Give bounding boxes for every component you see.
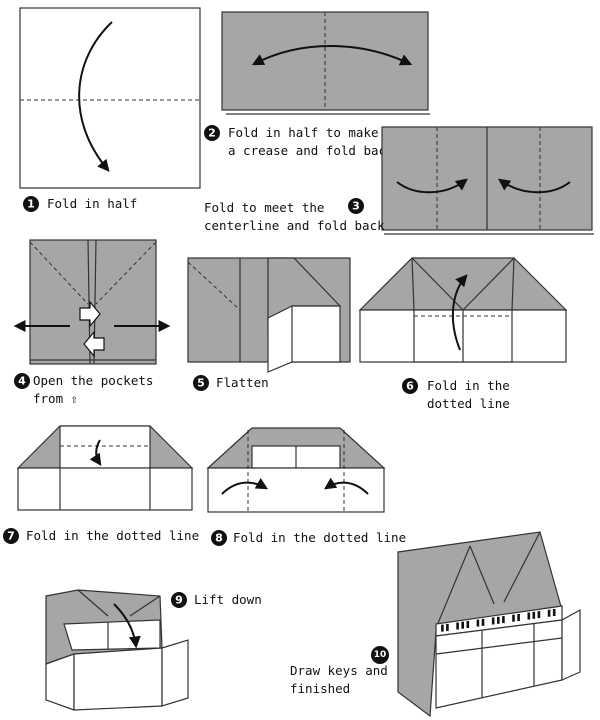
step-7-badge: 7	[3, 528, 19, 544]
step-3-label-line1: Fold to meet the	[204, 200, 324, 215]
black-key	[456, 622, 459, 630]
step-6-badge: 6	[402, 378, 418, 394]
black-key	[532, 611, 536, 619]
step-10-label-line2: finished	[290, 681, 350, 696]
step-6-number: 6	[406, 380, 414, 393]
black-key	[476, 619, 480, 627]
black-key	[466, 621, 470, 628]
step-10-badge: 10	[371, 646, 389, 664]
step-1-figure	[19, 7, 201, 189]
step-9-badge: 9	[171, 592, 187, 608]
step-4-badge: 4	[14, 373, 30, 389]
step-4-label-line2: from ⇧	[33, 391, 78, 406]
step-3-label-line2: centerline and fold back	[204, 218, 385, 233]
black-key	[517, 614, 520, 621]
step-2-label-line1: Fold in half to make	[228, 125, 379, 140]
piano-keys	[441, 609, 556, 632]
black-key	[481, 618, 485, 626]
step-3-number: 3	[352, 200, 360, 213]
black-key	[491, 617, 495, 625]
black-key	[552, 609, 556, 616]
step-8-figure	[206, 427, 386, 513]
step-7-number: 7	[7, 530, 15, 543]
black-key	[547, 609, 551, 617]
step-3-figure	[381, 126, 594, 235]
step-8-badge: 8	[211, 530, 227, 546]
step-2-label-line2: a crease and fold back	[228, 143, 394, 158]
black-key	[502, 616, 505, 624]
step-5-badge: 5	[193, 375, 209, 391]
black-key	[527, 612, 531, 620]
step-2-badge: 2	[204, 125, 220, 141]
step-10-number: 10	[374, 650, 387, 660]
step-4-figure	[13, 239, 171, 365]
step-7-figure	[16, 425, 194, 511]
black-key	[461, 621, 464, 629]
step-9-figure	[45, 589, 189, 711]
step-1-badge: 1	[23, 196, 39, 212]
step-5-number: 5	[197, 377, 205, 390]
step-4-label-line1: Open the pockets	[33, 373, 153, 388]
step-2-number: 2	[208, 127, 216, 140]
step-4-number: 4	[18, 375, 26, 388]
black-key	[512, 614, 515, 622]
black-key	[446, 623, 449, 631]
step-2-figure	[221, 11, 430, 115]
step-5-figure	[187, 257, 351, 373]
step-7-label: Fold in the dotted line	[26, 528, 199, 543]
step-10-label-line1: Draw keys and	[290, 663, 388, 678]
step-10-figure	[397, 531, 581, 718]
step-3-badge: 3	[348, 198, 364, 214]
black-key	[497, 616, 500, 624]
black-key	[537, 611, 541, 619]
step-8-label: Fold in the dotted line	[233, 530, 406, 545]
step-6-label-line1: Fold in the	[427, 378, 510, 393]
step-6-label-line2: dotted line	[427, 396, 510, 411]
step-8-number: 8	[215, 532, 223, 545]
step-9-number: 9	[175, 594, 183, 607]
step-5-label: Flatten	[216, 375, 269, 390]
step-6-figure	[358, 257, 568, 363]
step-9-label: Lift down	[194, 592, 262, 607]
step-1-label: Fold in half	[47, 196, 137, 211]
black-key	[441, 624, 444, 632]
step-1-number: 1	[27, 198, 35, 211]
